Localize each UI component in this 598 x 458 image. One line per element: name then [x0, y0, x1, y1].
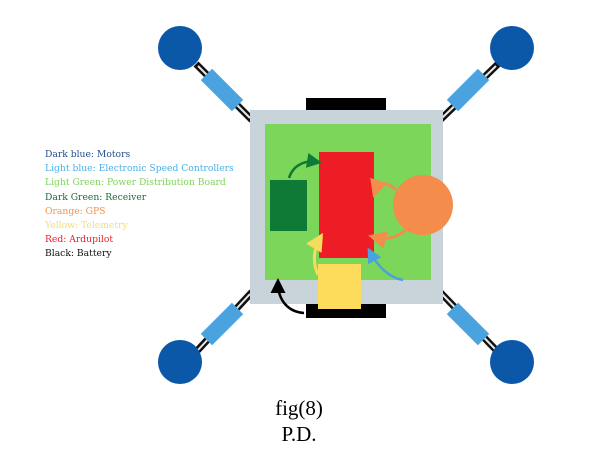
gps [393, 175, 453, 235]
legend-item-escs: Light blue: Electronic Speed Controllers [45, 163, 234, 175]
arrow-telemetry-to-ardupilot [306, 232, 324, 276]
legend-item-motors: Dark blue: Motors [45, 149, 131, 160]
esc-bottom-right [446, 302, 490, 346]
arrow-battery-to-pdb [270, 278, 305, 315]
legend-item-battery: Black: Battery [45, 248, 112, 260]
legend-item-receiver: Dark Green: Receiver [45, 191, 147, 203]
arrow-pdb-to-ardupilot [367, 247, 404, 282]
battery-top [306, 98, 386, 112]
motor-top-right [490, 26, 534, 70]
arm-bottom-left [193, 289, 255, 355]
receiver [270, 180, 307, 231]
telemetry [318, 264, 361, 309]
arrow-receiver-to-ardupilot [287, 152, 322, 179]
arrow-gps-to-ardupilot-lower [368, 226, 410, 249]
ardupilot [319, 152, 374, 258]
legend-item-ardupilot: Red: Ardupilot [45, 234, 114, 246]
arrow-gps-to-ardupilot-upper [370, 177, 398, 198]
motor-top-left [158, 26, 202, 70]
esc-bottom-left [200, 302, 244, 346]
arm-top-right [437, 61, 501, 123]
figure-subcaption: P.D. [281, 422, 317, 446]
esc-top-right [446, 68, 490, 112]
arm-top-left [193, 61, 255, 123]
legend-item-telemetry: Yellow: Telemetry [45, 220, 128, 232]
motor-bottom-left [158, 340, 202, 384]
esc-top-left [200, 68, 244, 112]
motor-bottom-right [490, 340, 534, 384]
legend-item-gps: Orange: GPS [45, 205, 106, 217]
legend-item-pdb: Light Green: Power Distribution Board [45, 177, 226, 189]
figure-caption: fig(8) [275, 396, 323, 420]
arm-bottom-right [437, 289, 501, 355]
legend: Dark blue: Motors Light blue: Electronic… [45, 148, 234, 262]
